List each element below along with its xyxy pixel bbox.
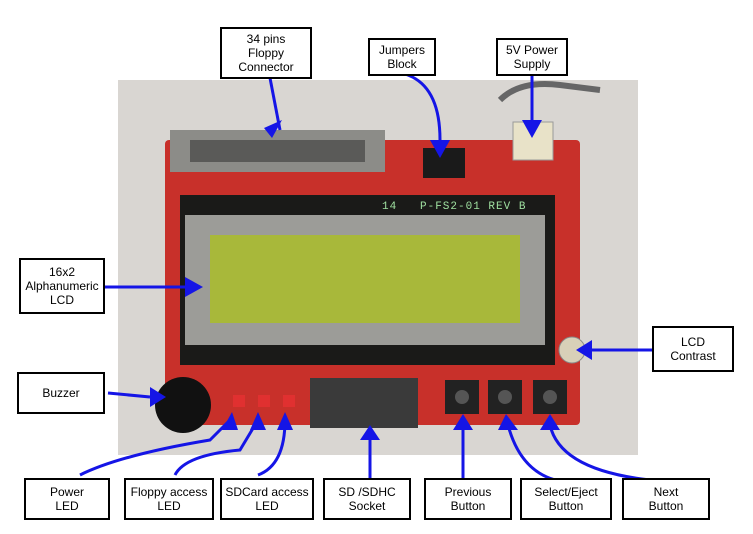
callout-sd-socket: SD /SDHC Socket (323, 478, 411, 520)
arrow-jumpers (404, 72, 442, 141)
callout-floppy-connector: 34 pins Floppy Connector (220, 27, 312, 79)
callout-lcd-contrast: LCD Contrast (652, 326, 734, 372)
callout-previous-button: Previous Button (424, 478, 512, 520)
callout-buzzer: Buzzer (17, 372, 105, 414)
board-silkscreen-number: 14 (382, 201, 398, 213)
callout-lcd: 16x2 Alphanumeric LCD (19, 258, 105, 314)
arrow-floppy-led (173, 419, 260, 476)
floppy-access-led (258, 395, 270, 407)
arrow-power-led (79, 418, 232, 477)
power-led (233, 395, 245, 407)
lcd-screen (210, 235, 520, 323)
arrow-buzzer (107, 391, 151, 399)
sdcard-access-led (283, 395, 295, 407)
arrows (79, 72, 652, 482)
callout-jumpers-block: Jumpers Block (368, 38, 436, 76)
board-silkscreen-text: P-FS2-01 REV B (420, 201, 527, 213)
arrow-select (506, 424, 556, 482)
jumpers-block (423, 148, 465, 178)
arrow-next (548, 424, 651, 482)
arrowheads (150, 120, 592, 440)
buzzer (155, 377, 211, 433)
next-button (533, 380, 567, 414)
arrow-floppy (268, 77, 282, 131)
callout-power-supply: 5V Power Supply (496, 38, 568, 76)
select-eject-button (488, 380, 522, 414)
previous-button (445, 380, 479, 414)
callout-sdcard-access-led: SDCard access LED (220, 478, 314, 520)
callout-select-eject-button: Select/Eject Button (520, 478, 612, 520)
callout-floppy-access-led: Floppy access LED (124, 478, 214, 520)
callout-power-led: Power LED (24, 478, 110, 520)
power-cable (497, 81, 601, 103)
sd-socket (310, 378, 418, 428)
callout-next-button: Next Button (622, 478, 710, 520)
